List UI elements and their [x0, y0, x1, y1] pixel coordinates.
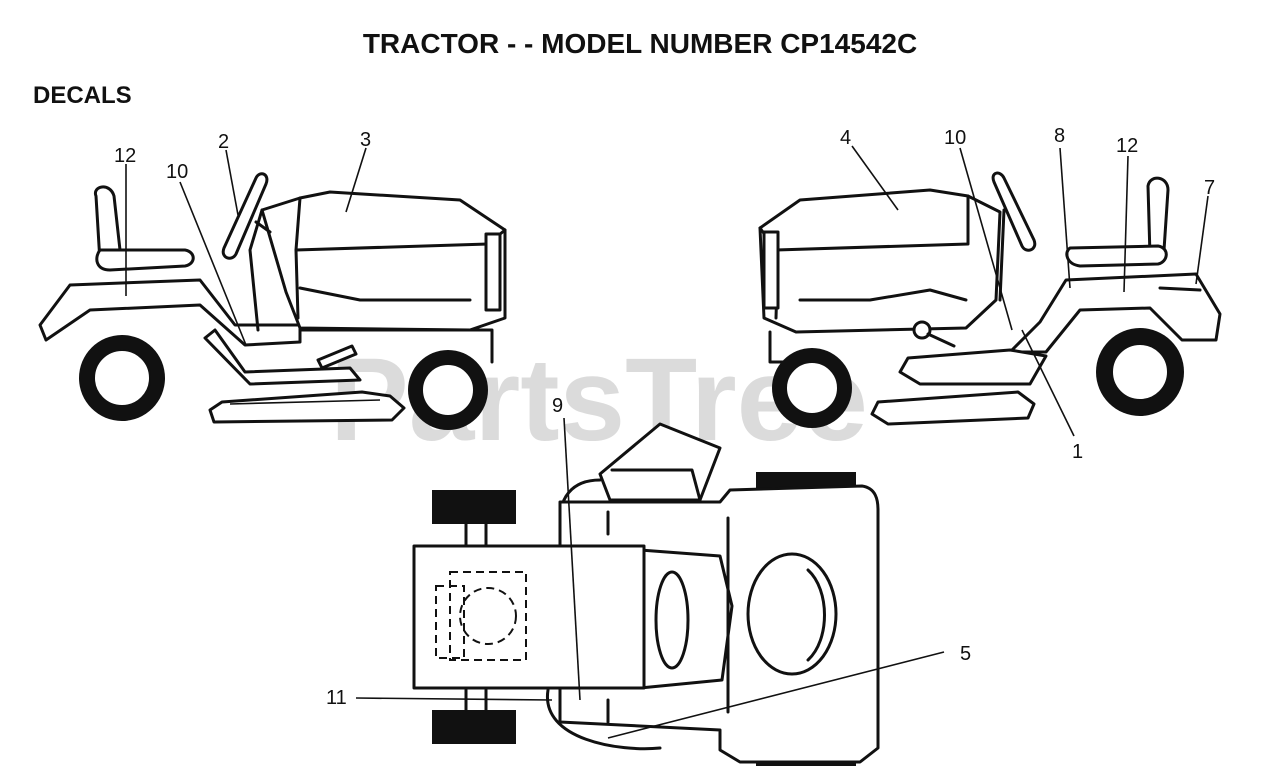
callout-label: 3: [360, 129, 371, 151]
tractor-right-side-view: [758, 145, 1222, 437]
tractor-left-side-view: [38, 147, 507, 430]
callout-label: 9: [552, 395, 563, 417]
callout-label: 10: [166, 161, 188, 183]
page-title: TRACTOR - - MODEL NUMBER CP14542C: [362, 28, 918, 59]
callout-label: 12: [114, 145, 136, 167]
callout-label: 5: [960, 643, 971, 665]
callout-label: 4: [840, 127, 851, 149]
section-heading: DECALS: [33, 82, 132, 109]
tractor-top-view: [355, 417, 945, 766]
callout-label: 7: [1204, 177, 1215, 199]
callout-label: 12: [1116, 135, 1138, 157]
callout-label: 11: [326, 687, 347, 709]
callout-label: 2: [218, 131, 229, 153]
callout-label: 1: [1072, 441, 1083, 463]
callout-label: 8: [1054, 125, 1065, 147]
callout-label: 10: [944, 127, 966, 149]
